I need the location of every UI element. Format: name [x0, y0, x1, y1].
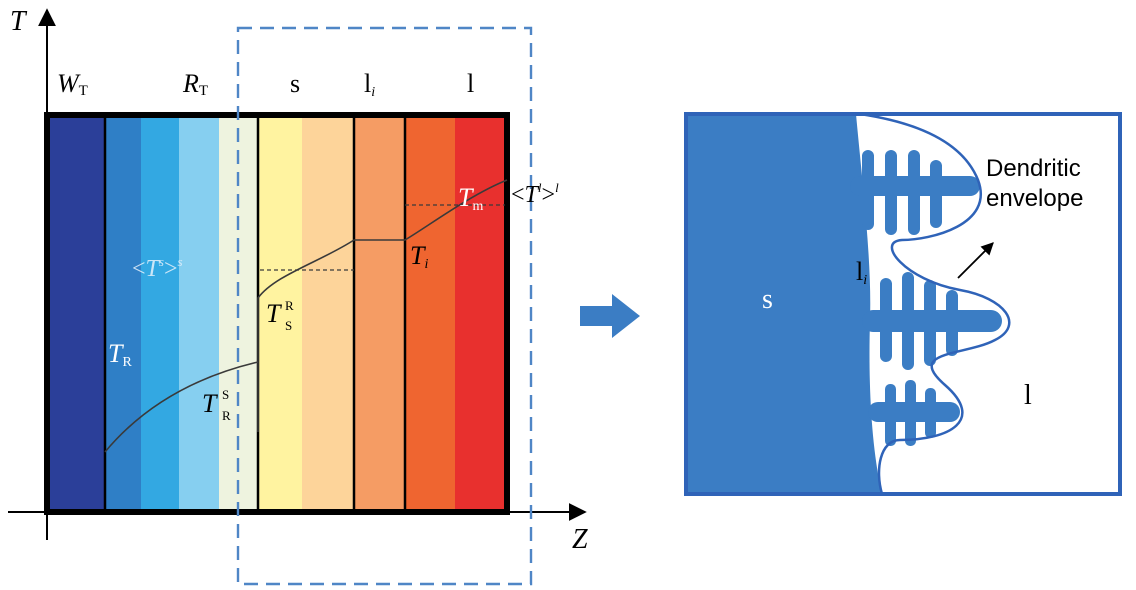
envelope-label-line2: envelope [986, 185, 1083, 212]
roller-band-1 [105, 115, 141, 512]
roller-solid-temp-sup: S [222, 387, 229, 402]
avg-temp-solid-label: <Ts>s [132, 254, 183, 282]
interface-region-label: li [364, 69, 375, 100]
solid-region-label: s [290, 69, 300, 98]
temperature-profile [104, 179, 508, 453]
dendrite-arm [946, 290, 958, 356]
region-dividers [103, 115, 407, 512]
solid-roller-temp-sub: S [285, 318, 292, 333]
roller-temp-label: TR [108, 339, 132, 370]
right-panel-frame [684, 112, 1122, 496]
liquid-band-2 [455, 115, 507, 512]
right-interface-label: li [856, 257, 867, 288]
left-panel: T Z WT RT s li l <Tl>l <Ts>s Tm Ti T R S… [8, 6, 588, 586]
solid-roller-temp-label: T [266, 299, 282, 328]
avg-temp-liquid-label: <Tl>l [511, 180, 559, 208]
solid-roller-temp-sup: R [285, 298, 294, 313]
dendrite-arm [905, 380, 916, 446]
envelope-pointer-arrow [957, 242, 994, 279]
reference-dashes [260, 204, 505, 271]
dendrite-arm [908, 150, 920, 235]
dendrite-arm [924, 280, 936, 366]
dendrite-arm [902, 272, 914, 370]
roller-band-2 [141, 115, 179, 512]
dendrite-arm [885, 384, 896, 446]
dendrite-arm [925, 388, 936, 438]
dendrite-arm [885, 150, 897, 235]
dendrite-arm [862, 150, 874, 230]
interface-temp-label: Ti [410, 241, 428, 272]
right-liquid-label: l [1024, 380, 1032, 411]
wall-band [47, 115, 105, 512]
solid-region [686, 114, 882, 494]
dendrite-arm [880, 278, 892, 362]
dendrite-arm [930, 160, 942, 228]
temperature-axis-label: T [10, 6, 28, 37]
zoom-arrow [580, 294, 640, 338]
dendritic-envelope [859, 114, 1011, 494]
liquid-region-label: l [467, 69, 474, 98]
roller-solid-temp-sub: R [222, 408, 231, 423]
dendrite-arms [850, 150, 1002, 446]
position-axis-label: Z [572, 524, 588, 555]
interface-band [354, 115, 405, 512]
melt-temp-label: Tm [458, 183, 483, 214]
solid-band-2 [302, 115, 354, 512]
roller-band-3 [179, 115, 219, 512]
roller-region-label: RT [182, 69, 208, 99]
right-solid-label: s [762, 284, 773, 315]
zoom-selection-box [236, 26, 533, 586]
right-panel: s li l Dendritic envelope [684, 112, 1122, 496]
solid-band-1 [258, 115, 302, 512]
liquid-band-1 [405, 115, 455, 512]
wall-region-label: WT [57, 69, 88, 99]
roller-solid-temp-label: T [202, 389, 218, 418]
envelope-label-line1: Dendritic [986, 155, 1081, 182]
